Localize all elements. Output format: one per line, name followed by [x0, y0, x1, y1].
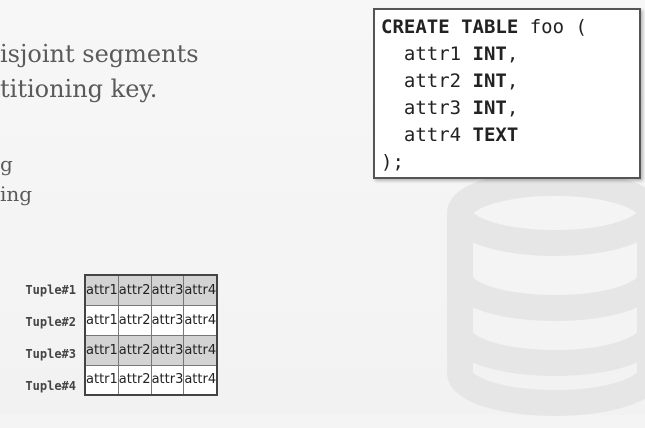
- code-line-2: attr1 INT,: [381, 43, 519, 65]
- code-line-5: attr4 TEXT: [381, 124, 519, 146]
- table-cell: attr1: [84, 364, 119, 396]
- table-cell: attr2: [117, 334, 152, 366]
- bullet-line-2: titioning key.: [0, 75, 158, 103]
- code-line-3: attr2 INT,: [381, 70, 519, 92]
- table-row: attr1 attr2 attr3 attr4: [84, 364, 218, 396]
- sub-bullet-line-2: ing: [0, 182, 33, 206]
- code-line-1: CREATE TABLE foo (: [381, 16, 587, 38]
- table-cell: attr4: [183, 334, 218, 366]
- table-cell: attr4: [183, 364, 218, 396]
- table-cell: attr2: [117, 364, 152, 396]
- table-cell: attr1: [84, 274, 119, 306]
- table-cell: attr3: [150, 334, 185, 366]
- tuple-labels: Tuple#1 Tuple#2 Tuple#3 Tuple#4: [0, 274, 76, 402]
- table-cell: attr3: [150, 364, 185, 396]
- sub-bullet-line-1: g: [0, 152, 13, 176]
- table-cell: attr4: [183, 304, 218, 336]
- table-cell: attr1: [84, 334, 119, 366]
- table-row: attr1 attr2 attr3 attr4: [84, 334, 218, 366]
- tuple-label: Tuple#2: [25, 315, 76, 329]
- table-cell: attr2: [117, 304, 152, 336]
- table-cell: attr3: [150, 274, 185, 306]
- table-cell: attr4: [183, 274, 218, 306]
- tuple-table: attr1 attr2 attr3 attr4 attr1 attr2 attr…: [84, 274, 219, 396]
- table-cell: attr3: [150, 304, 185, 336]
- slide: isjoint segments titioning key. g ing CR…: [0, 0, 645, 416]
- code-line-4: attr3 INT,: [381, 97, 519, 119]
- code-line-6: );: [381, 151, 404, 173]
- table-row: attr1 attr2 attr3 attr4: [84, 274, 218, 306]
- database-cylinder-icon: [447, 170, 645, 416]
- table-cell: attr1: [84, 304, 119, 336]
- bullet-line-1: isjoint segments: [0, 40, 199, 68]
- table-cell: attr2: [117, 274, 152, 306]
- sql-code-box: CREATE TABLE foo ( attr1 INT, attr2 INT,…: [373, 8, 641, 179]
- tuple-label: Tuple#3: [25, 347, 76, 361]
- tuple-label: Tuple#4: [25, 379, 76, 393]
- tuple-label: Tuple#1: [25, 283, 76, 297]
- table-row: attr1 attr2 attr3 attr4: [84, 304, 218, 336]
